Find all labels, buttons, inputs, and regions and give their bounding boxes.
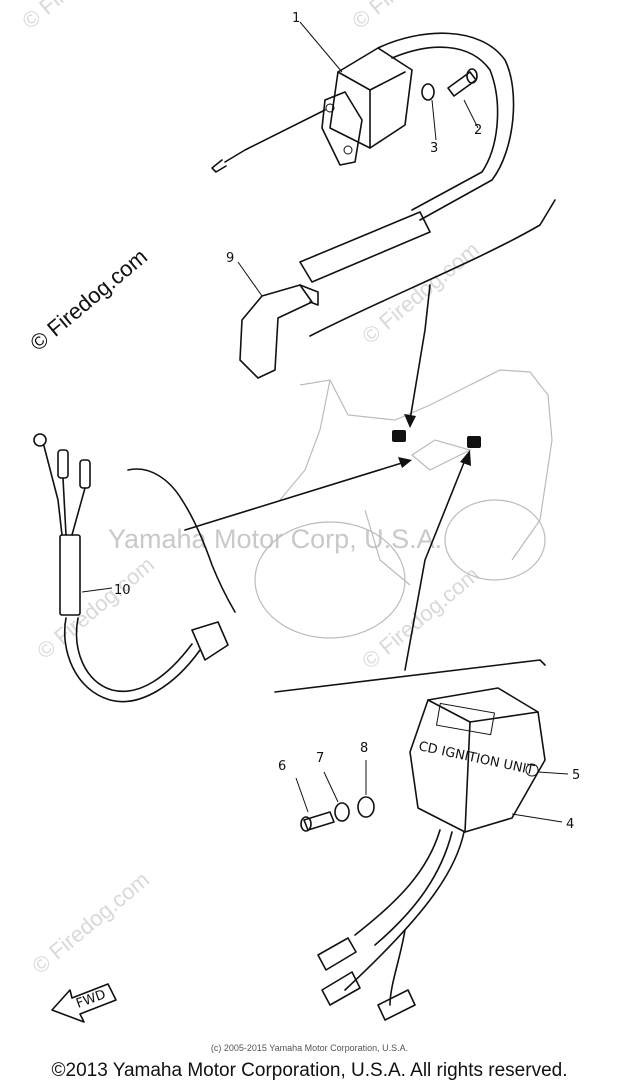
callout-10: 10 — [114, 583, 131, 598]
fwd-label: FWD — [74, 987, 108, 1011]
callout-6: 6 — [278, 759, 286, 774]
spark-plug-cap — [239, 211, 431, 379]
watermark-firedog: © Firedog.com — [32, 552, 159, 664]
copyright-footer: ©2013 Yamaha Motor Corporation, U.S.A. A… — [51, 1060, 568, 1081]
callout-2: 2 — [474, 123, 482, 138]
callout-numbers: 1 2 3 9 10 6 7 8 5 4 — [114, 11, 580, 832]
watermark-firedog: © Firedog.com — [357, 237, 484, 349]
bolt-washer-set-top — [421, 68, 478, 101]
cdi-unit-label: CD IGNITION UNIT — [417, 739, 535, 778]
cdi-unit: CD IGNITION UNIT — [317, 687, 546, 1021]
leader-lines-top — [237, 21, 479, 297]
watermark-firedog: © Firedog.com — [17, 0, 144, 34]
bracket-line — [309, 199, 556, 337]
firedog-copyright-mark: © Firedog.com — [25, 244, 152, 356]
callout-8: 8 — [360, 741, 368, 756]
reference-arrows — [184, 284, 471, 671]
watermark-firedog: © Firedog.com — [347, 0, 474, 34]
cdi-bracket-line — [274, 659, 546, 693]
callout-5: 5 — [572, 768, 580, 783]
forward-direction-arrow: FWD — [51, 983, 117, 1023]
watermark-firedog: © Firedog.com — [27, 867, 154, 979]
motorcycle-outline — [254, 369, 553, 639]
callout-1: 1 — [292, 11, 300, 26]
mount-points — [392, 430, 481, 448]
callout-9: 9 — [226, 251, 234, 266]
watermark-yamaha: Yamaha Motor Corp, U.S.A. — [108, 524, 442, 554]
callout-3: 3 — [430, 141, 438, 156]
fastener-set-cdi — [295, 760, 569, 832]
watermark-firedog: © Firedog.com — [357, 562, 484, 674]
lead-wire-harness — [33, 433, 236, 703]
callout-4: 4 — [566, 817, 574, 832]
ignition-coil — [211, 32, 515, 221]
small-credit-line: (c) 2005-2015 Yamaha Motor Corporation, … — [210, 1043, 409, 1053]
callout-7: 7 — [316, 751, 324, 766]
